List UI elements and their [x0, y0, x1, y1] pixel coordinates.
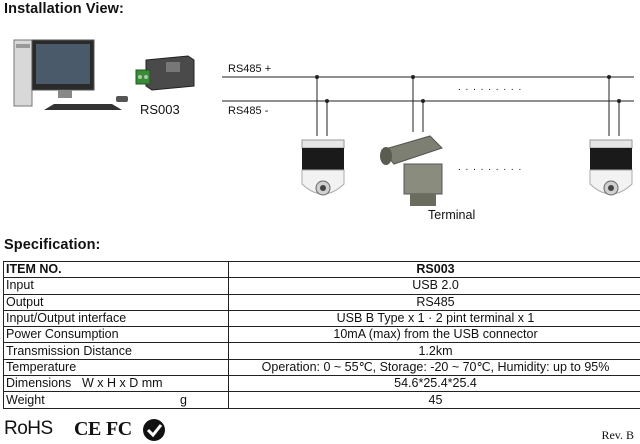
installation-heading: Installation View: — [4, 1, 124, 17]
header-model-cell: RS003 — [228, 260, 640, 279]
ptz-camera-terminal — [380, 135, 443, 206]
table-row: Weight g 45 — [3, 391, 640, 409]
dome-camera-1 — [301, 139, 345, 196]
specification-table: ITEM NO. RS003 Input USB 2.0 Output RS48… — [3, 260, 640, 409]
table-row: Input/Output interface USB B Type x 1 · … — [3, 309, 640, 328]
rohs-mark: RoHS — [4, 418, 53, 439]
row-label: Input/Output interface — [3, 309, 229, 328]
table-row: Transmission Distance 1.2km — [3, 342, 640, 360]
continuation-dots-bottom: . . . . . . . . . — [458, 162, 523, 173]
row-value: USB B Type x 1 · 2 pint terminal x 1 — [228, 309, 640, 328]
row-value: RS485 — [228, 293, 640, 311]
weight-label: Weight — [6, 392, 45, 407]
row-value: 54.6*25.4*25.4 — [228, 375, 640, 393]
table-row: Input USB 2.0 — [3, 277, 640, 295]
rs003-device-illustration — [135, 55, 195, 91]
row-value: 10mA (max) from the USB connector — [228, 326, 640, 344]
installation-diagram — [13, 39, 634, 206]
table-row: Power Consumption 10mA (max) from the US… — [3, 326, 640, 344]
rs003-label: RS003 — [140, 102, 180, 117]
revision-label: Rev. B — [601, 428, 634, 442]
rs485-minus-label: RS485 - — [228, 105, 269, 117]
dome-camera-2 — [589, 139, 633, 196]
dimensions-unit: W x H x D mm — [82, 376, 163, 391]
row-label: Power Consumption — [3, 326, 229, 344]
terminal-label: Terminal — [428, 208, 476, 222]
table-row: Dimensions W x H x D mm 54.6*25.4*25.4 — [3, 375, 640, 393]
dimensions-label: Dimensions — [6, 376, 72, 391]
header-item-cell: ITEM NO. — [3, 260, 229, 279]
computer-illustration — [13, 39, 128, 110]
row-value: USB 2.0 — [228, 277, 640, 295]
row-label: Dimensions W x H x D mm — [3, 375, 229, 393]
row-label: Input — [3, 277, 229, 295]
row-label: Output — [3, 293, 229, 311]
table-row: Temperature Operation: 0 ~ 55℃, Storage:… — [3, 358, 640, 377]
checkmark-certification-icon — [143, 419, 165, 441]
continuation-dots-top: . . . . . . . . . — [458, 82, 523, 93]
ce-mark: CE — [74, 418, 101, 440]
table-header-row: ITEM NO. RS003 — [3, 260, 640, 279]
row-label: Transmission Distance — [3, 342, 229, 360]
row-label: Weight g — [3, 391, 229, 409]
row-value: Operation: 0 ~ 55℃, Storage: -20 ~ 70℃, … — [228, 358, 640, 377]
weight-unit: g — [180, 392, 187, 407]
fcc-mark: FC — [106, 418, 132, 440]
row-value: 45 — [228, 391, 640, 409]
specification-heading: Specification: — [4, 237, 101, 253]
row-label: Temperature — [3, 358, 229, 377]
rs485-plus-label: RS485 + — [228, 63, 272, 75]
row-value: 1.2km — [228, 342, 640, 360]
table-row: Output RS485 — [3, 293, 640, 311]
